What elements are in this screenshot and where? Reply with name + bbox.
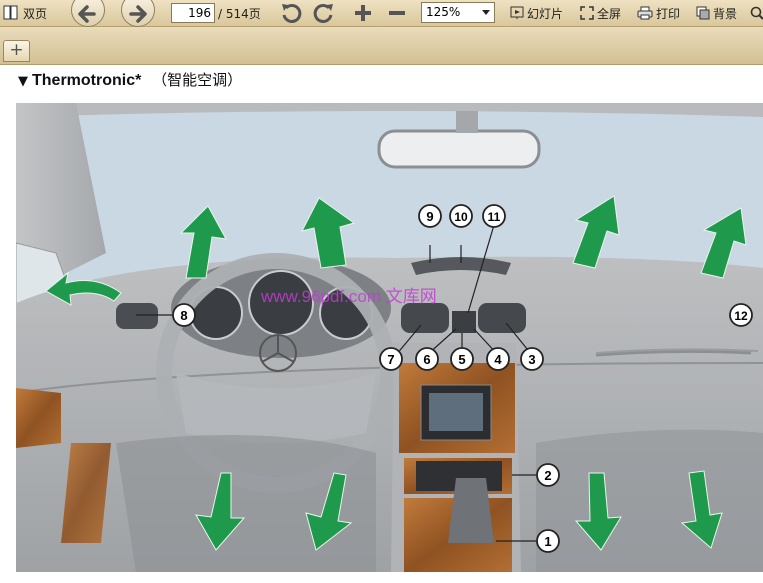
callout-12: 12 xyxy=(729,303,753,327)
dual-page-label: 双页 xyxy=(23,6,48,21)
slideshow-icon xyxy=(510,6,524,19)
callout-4: 4 xyxy=(486,347,510,371)
callout-7: 7 xyxy=(379,347,403,371)
arrow-up xyxy=(700,207,747,279)
svg-text:8: 8 xyxy=(180,308,187,323)
dual-page-button[interactable]: 双页 xyxy=(3,0,47,26)
svg-text:3: 3 xyxy=(528,352,535,367)
svg-text:6: 6 xyxy=(423,352,430,367)
arrow-down xyxy=(680,470,723,549)
heading-marker: ▼ xyxy=(18,74,28,89)
callout-11: 11 xyxy=(482,204,506,228)
arrow-left xyxy=(45,271,122,306)
callout-markers: 1 2 3 4 5 6 7 8 9 10 11 12 xyxy=(172,204,753,553)
car-interior-illustration: www.96pdf.com 文库网 1 2 3 4 5 6 7 8 9 10 xyxy=(16,103,763,572)
rotate-left-button[interactable] xyxy=(280,0,302,26)
svg-text:10: 10 xyxy=(454,210,468,224)
background-button[interactable]: 背景 xyxy=(696,0,737,26)
svg-text:7: 7 xyxy=(387,352,394,367)
rotate-right-icon xyxy=(313,3,333,23)
zoom-select[interactable]: 125% xyxy=(421,2,495,23)
print-button[interactable]: 打印 xyxy=(637,0,680,26)
callout-3: 3 xyxy=(520,347,544,371)
svg-text:12: 12 xyxy=(734,309,748,323)
arrow-down xyxy=(305,472,353,551)
prev-page-button[interactable] xyxy=(71,0,105,27)
zoom-value: 125% xyxy=(426,5,461,19)
zoom-out-button[interactable] xyxy=(386,0,408,26)
watermark: www.96pdf.com 文库网 xyxy=(260,287,437,306)
add-tab-button[interactable]: + xyxy=(3,40,30,62)
svg-text:5: 5 xyxy=(458,352,465,367)
zoom-in-button[interactable] xyxy=(352,0,374,26)
svg-text:4: 4 xyxy=(494,352,502,367)
section-heading: ▼ Thermotronic* （智能空调） xyxy=(18,69,242,90)
arrow-right-icon xyxy=(129,5,147,23)
rotate-left-icon xyxy=(282,3,302,23)
plus-icon xyxy=(355,5,371,21)
printer-icon xyxy=(637,6,653,20)
arrow-down xyxy=(195,472,246,551)
rotate-right-button[interactable] xyxy=(313,0,335,26)
slideshow-label: 幻灯片 xyxy=(527,6,564,21)
background-icon xyxy=(696,6,710,20)
next-page-button[interactable] xyxy=(121,0,155,27)
arrow-left-icon xyxy=(78,5,96,23)
callout-10: 10 xyxy=(449,204,473,228)
svg-text:2: 2 xyxy=(544,468,551,483)
heading-subtitle: （智能空调） xyxy=(152,71,243,89)
arrow-up xyxy=(301,197,356,269)
callout-2: 2 xyxy=(536,463,560,487)
heading-title: Thermotronic* xyxy=(32,72,142,89)
arrow-down xyxy=(574,472,622,551)
print-label: 打印 xyxy=(656,6,681,21)
toolbar: 双页 196 / 514页 125% 幻灯片 全屏 打印 背景 xyxy=(0,0,763,27)
fullscreen-label: 全屏 xyxy=(597,6,622,21)
svg-text:11: 11 xyxy=(488,210,501,224)
tab-strip: + xyxy=(0,27,763,65)
rearview-mirror xyxy=(377,129,541,169)
book-icon xyxy=(3,5,19,21)
callout-1: 1 xyxy=(536,529,560,553)
callout-6: 6 xyxy=(415,347,439,371)
fullscreen-button[interactable]: 全屏 xyxy=(580,0,621,26)
page-total: / 514页 xyxy=(218,6,261,21)
arrow-up xyxy=(179,205,227,279)
page-number-input[interactable]: 196 xyxy=(171,3,215,23)
background-label: 背景 xyxy=(713,6,738,21)
callout-8: 8 xyxy=(172,303,196,327)
chevron-down-icon xyxy=(482,10,490,15)
fullscreen-icon xyxy=(580,6,594,20)
callout-5: 5 xyxy=(450,347,474,371)
search-icon xyxy=(750,6,763,20)
search-button[interactable] xyxy=(750,0,763,26)
svg-text:9: 9 xyxy=(426,209,433,224)
arrow-up xyxy=(572,195,620,269)
svg-text:1: 1 xyxy=(544,534,551,549)
slideshow-button[interactable]: 幻灯片 xyxy=(510,0,563,26)
minus-icon xyxy=(389,11,405,15)
callout-9: 9 xyxy=(418,204,442,228)
